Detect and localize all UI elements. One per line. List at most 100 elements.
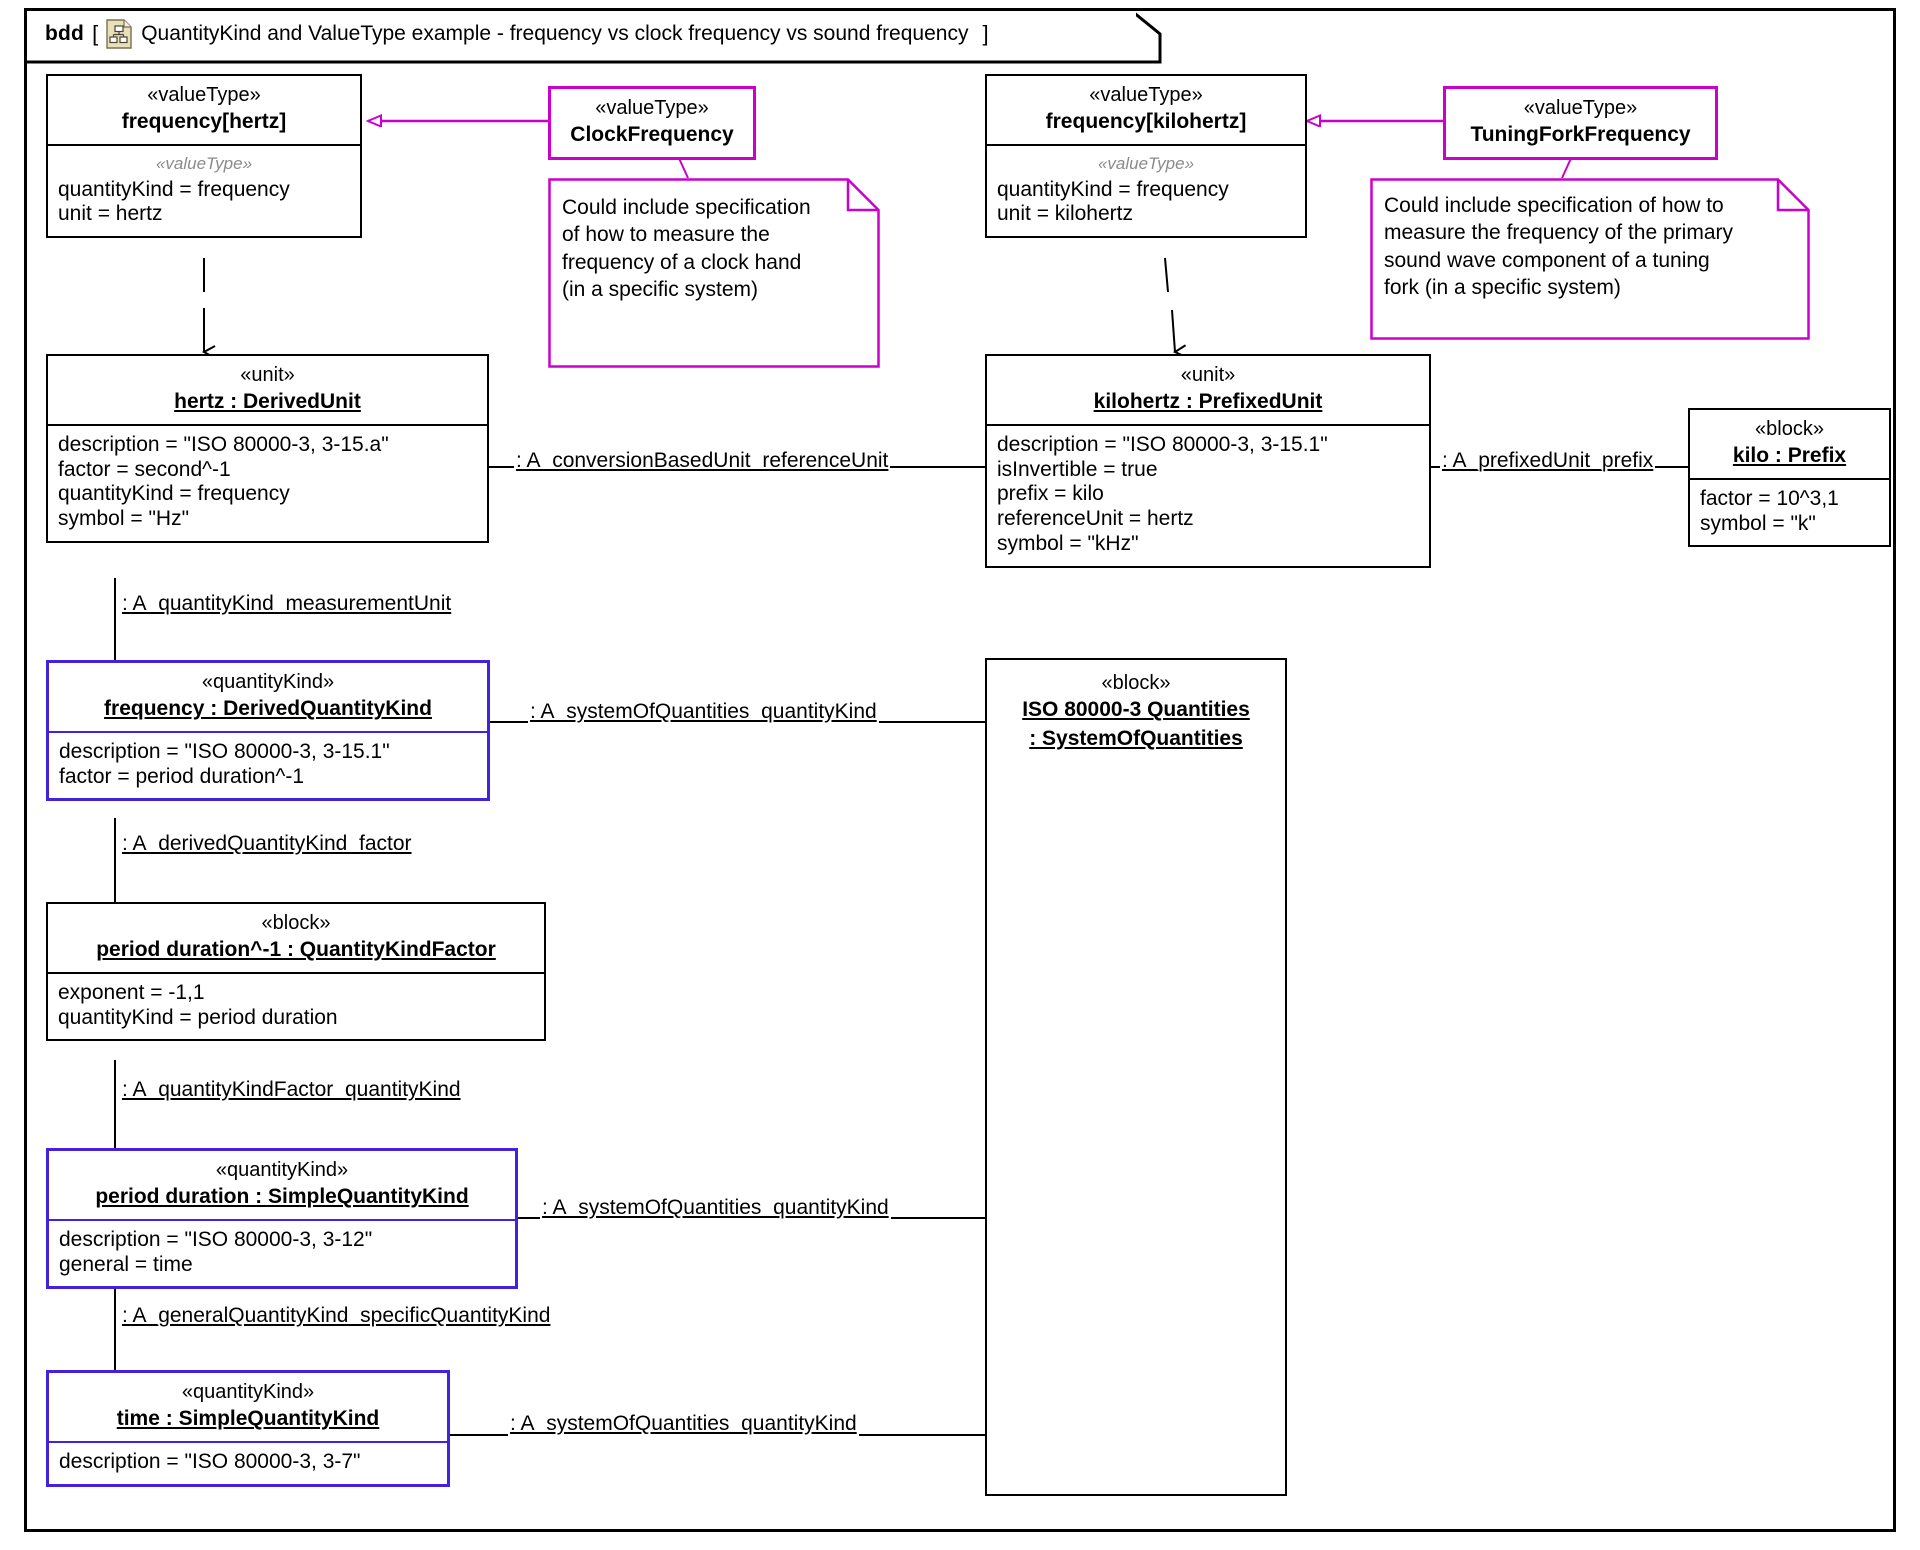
attribute-row: description = "ISO 80000-3, 3-12" (59, 1227, 373, 1251)
note-clock-frequency: Could include specification of how to me… (548, 178, 880, 368)
attribute-row: symbol = "kHz" (997, 531, 1139, 555)
node-frequency-quantitykind-header: «quantityKind» frequency : DerivedQuanti… (49, 663, 487, 733)
attribute-row: factor = period duration^-1 (59, 764, 305, 788)
node-kilohertz-unit-header: «unit» kilohertz : PrefixedUnit (987, 356, 1429, 426)
stereotype-label: «quantityKind» (201, 671, 335, 693)
note-line: fork (in a specific system) (1384, 275, 1621, 299)
node-frequency-kilohertz-header: «valueType» frequency[kilohertz] (987, 76, 1305, 146)
node-hertz-unit-header: «unit» hertz : DerivedUnit (48, 356, 487, 426)
node-name: hertz : DerivedUnit (174, 390, 361, 414)
node-time-quantitykind-header: «quantityKind» time : SimpleQuantityKind (49, 1373, 447, 1443)
stereotype-label: «block» (1755, 418, 1824, 440)
diagram-title: QuantityKind and ValueType example - fre… (141, 21, 969, 45)
node-name: frequency[hertz] (121, 110, 287, 134)
attribute-row: quantityKind = period duration (58, 1005, 338, 1029)
node-kilo-prefix-body: factor = 10^3,1 symbol = "k" (1690, 480, 1889, 546)
node-period-duration-body: description = "ISO 80000-3, 3-12" genera… (49, 1221, 515, 1287)
node-name: TuningForkFrequency (1470, 123, 1691, 147)
edge-label-systemofquantities-2: : A_systemOfQuantities_quantityKind (540, 1196, 891, 1220)
diagram-header: bdd [ QuantityKind and ValueType example… (24, 8, 1136, 56)
node-kilohertz-unit[interactable]: «unit» kilohertz : PrefixedUnit descript… (985, 354, 1431, 568)
body-stereotype-label: «valueType» (1097, 153, 1195, 173)
node-frequency-quantitykind-body: description = "ISO 80000-3, 3-15.1" fact… (49, 733, 487, 799)
stereotype-label: «valueType» (1523, 97, 1638, 119)
node-name: time : SimpleQuantityKind (116, 1407, 380, 1431)
stereotype-label: «block» (1101, 672, 1171, 694)
node-name: frequency : DerivedQuantityKind (104, 697, 432, 721)
node-kilo-prefix[interactable]: «block» kilo : Prefix factor = 10^3,1 sy… (1688, 408, 1891, 548)
note-tuning-fork: Could include specification of how to me… (1370, 178, 1810, 340)
node-kilohertz-unit-body: description = "ISO 80000-3, 3-15.1" isIn… (987, 426, 1429, 566)
bracket-open: [ (92, 20, 99, 46)
node-frequency-kilohertz-body: «valueType» quantityKind = frequency uni… (987, 146, 1305, 236)
stereotype-label: «quantityKind» (215, 1159, 349, 1181)
note-tuning-text: Could include specification of how to me… (1370, 178, 1810, 311)
node-frequency-quantitykind[interactable]: «quantityKind» frequency : DerivedQuanti… (46, 660, 490, 802)
attribute-row: general = time (59, 1252, 193, 1276)
attribute-row: unit = hertz (58, 202, 163, 226)
edge-label-prefixedunit-prefix: : A_prefixedUnit_prefix (1440, 449, 1656, 473)
edge-label-systemofquantities-3: : A_systemOfQuantities_quantityKind (508, 1412, 859, 1436)
stereotype-label: «valueType» (595, 97, 709, 119)
stereotype-label: «block» (261, 912, 331, 934)
note-shape (1370, 178, 1810, 340)
edge-label-conversionbasedunit: : A_conversionBasedUnit_referenceUnit (514, 449, 891, 473)
edge-label-systemofquantities-1: : A_systemOfQuantities_quantityKind (528, 700, 879, 724)
node-period-duration[interactable]: «quantityKind» period duration : SimpleQ… (46, 1148, 518, 1290)
node-name-line2: : SystemOfQuantities (1029, 726, 1243, 750)
attribute-row: symbol = "k" (1700, 511, 1816, 535)
node-clock-frequency-header: «valueType» ClockFrequency (551, 89, 753, 157)
node-tuning-fork-frequency[interactable]: «valueType» TuningForkFrequency (1443, 86, 1718, 160)
node-time-quantitykind[interactable]: «quantityKind» time : SimpleQuantityKind… (46, 1370, 450, 1487)
edge-label-quantitykindfactor-quantitykind: : A_quantityKindFactor_quantityKind (120, 1078, 463, 1102)
attribute-row: referenceUnit = hertz (997, 507, 1194, 531)
attribute-row: quantityKind = frequency (58, 482, 290, 506)
node-period-duration-header: «quantityKind» period duration : SimpleQ… (49, 1151, 515, 1221)
node-iso-system-of-quantities[interactable]: «block» ISO 80000-3 Quantities : SystemO… (985, 658, 1287, 1496)
node-name: period duration : SimpleQuantityKind (95, 1185, 469, 1209)
note-shape (548, 178, 880, 368)
attribute-row: quantityKind = frequency (997, 177, 1229, 201)
node-name-line1: ISO 80000-3 Quantities (1022, 698, 1250, 722)
stereotype-label: «quantityKind» (181, 1381, 315, 1403)
stereotype-label: «valueType» (147, 84, 261, 106)
stereotype-label: «unit» (1180, 364, 1236, 386)
note-line: sound wave component of a tuning (1384, 248, 1710, 272)
node-frequency-hertz-header: «valueType» frequency[hertz] (48, 76, 360, 146)
note-line: Could include specification of how to (1384, 194, 1724, 217)
node-name: ClockFrequency (570, 123, 734, 147)
attribute-row: quantityKind = frequency (58, 177, 290, 201)
attribute-row: exponent = -1,1 (58, 980, 205, 1004)
attribute-row: unit = kilohertz (997, 202, 1133, 226)
node-hertz-unit-body: description = "ISO 80000-3, 3-15.a" fact… (48, 426, 487, 541)
node-iso-header: «block» ISO 80000-3 Quantities : SystemO… (987, 660, 1285, 760)
edge-label-general-specific: : A_generalQuantityKind_specificQuantity… (120, 1304, 553, 1328)
body-stereotype-label: «valueType» (155, 153, 253, 173)
attribute-row: factor = second^-1 (58, 457, 231, 481)
node-name: period duration^-1 : QuantityKindFactor (96, 938, 496, 962)
node-quantitykind-factor-body: exponent = -1,1 quantityKind = period du… (48, 974, 544, 1040)
bracket-close: ] (982, 20, 989, 46)
node-clock-frequency[interactable]: «valueType» ClockFrequency (548, 86, 756, 160)
node-time-quantitykind-body: description = "ISO 80000-3, 3-7" (49, 1443, 447, 1484)
node-hertz-unit[interactable]: «unit» hertz : DerivedUnit description =… (46, 354, 489, 543)
node-quantitykind-factor-header: «block» period duration^-1 : QuantityKin… (48, 904, 544, 974)
attribute-row: prefix = kilo (997, 482, 1104, 506)
block-definition-diagram-icon (106, 18, 132, 49)
node-kilo-prefix-header: «block» kilo : Prefix (1690, 410, 1889, 480)
stereotype-label: «unit» (240, 364, 295, 386)
note-line: Could include specification (562, 196, 811, 219)
node-frequency-kilohertz[interactable]: «valueType» frequency[kilohertz] «valueT… (985, 74, 1307, 239)
diagram-kind-label: bdd (45, 21, 85, 45)
edge-label-quantitykind-measurementunit: : A_quantityKind_measurementUnit (120, 592, 454, 616)
note-line: frequency of a clock hand (562, 250, 802, 274)
attribute-row: symbol = "Hz" (58, 507, 190, 531)
node-name: kilohertz : PrefixedUnit (1093, 390, 1323, 414)
node-frequency-hertz[interactable]: «valueType» frequency[hertz] «valueType»… (46, 74, 362, 239)
node-quantitykind-factor[interactable]: «block» period duration^-1 : QuantityKin… (46, 902, 546, 1042)
stereotype-label: «valueType» (1089, 84, 1203, 106)
attribute-row: description = "ISO 80000-3, 3-15.1" (997, 432, 1328, 456)
note-line: (in a specific system) (562, 277, 759, 301)
attribute-row: description = "ISO 80000-3, 3-15.1" (59, 739, 390, 763)
